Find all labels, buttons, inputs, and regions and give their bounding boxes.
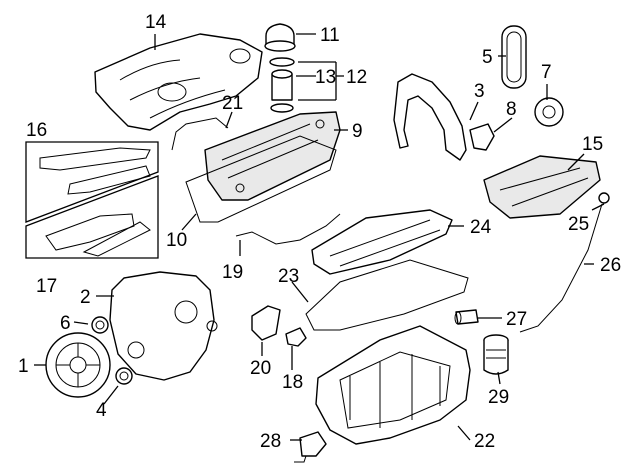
oil-dipstick-tube xyxy=(519,192,610,333)
callout-23: 23 xyxy=(278,266,299,287)
timing-chain xyxy=(501,25,527,89)
callout-16: 16 xyxy=(26,120,47,141)
timing-cover xyxy=(109,271,218,381)
oil-filler-cap xyxy=(264,23,296,52)
callout-15: 15 xyxy=(582,134,603,155)
callout-9: 9 xyxy=(352,121,363,142)
callout-22: 22 xyxy=(474,431,495,452)
drain-plug xyxy=(454,309,479,325)
sensor-bracket xyxy=(251,305,281,341)
callout-12: 12 xyxy=(346,67,367,88)
callout-25: 25 xyxy=(568,214,589,235)
callout-10: 10 xyxy=(166,230,187,251)
callout-11: 11 xyxy=(320,25,340,46)
crankshaft-seal-upper xyxy=(91,316,109,334)
timing-cover-plate xyxy=(393,73,467,161)
oil-level-sensor xyxy=(294,431,327,463)
callout-26: 26 xyxy=(600,255,621,276)
callout-labels: 14 11 13 12 21 9 10 16 17 5 7 3 8 15 25 … xyxy=(18,12,621,452)
callout-18: 18 xyxy=(282,372,303,393)
callout-6: 6 xyxy=(60,313,71,334)
chain-tensioner xyxy=(469,123,495,151)
oil-filter xyxy=(483,334,509,375)
callout-7: 7 xyxy=(541,62,552,83)
callout-17: 17 xyxy=(36,276,57,297)
callout-14: 14 xyxy=(145,12,167,33)
oil-filler-tube xyxy=(269,57,295,113)
callout-19: 19 xyxy=(222,262,243,283)
callout-1: 1 xyxy=(18,356,29,377)
oil-baffle xyxy=(311,209,453,275)
valve-cover xyxy=(204,111,341,201)
oil-pan-gasket xyxy=(305,259,469,331)
callout-8: 8 xyxy=(506,99,517,120)
intake-manifold-upper xyxy=(94,33,263,131)
vacuum-tube xyxy=(171,117,229,151)
crankshaft-seal xyxy=(115,367,133,385)
callout-24: 24 xyxy=(470,217,492,238)
intake-manifold-lower xyxy=(483,155,601,219)
valve-cover-gasket xyxy=(185,135,337,223)
sensor-harness xyxy=(235,213,341,245)
callout-20: 20 xyxy=(250,358,271,379)
callout-5: 5 xyxy=(482,47,493,68)
camshaft-sprocket xyxy=(534,97,564,127)
oil-pressure-sensor xyxy=(285,327,307,347)
callout-4: 4 xyxy=(96,400,107,421)
oil-pan xyxy=(315,325,471,445)
gasket-set-box xyxy=(25,141,159,259)
callout-29: 29 xyxy=(488,387,509,408)
callout-13: 13 xyxy=(315,67,336,88)
leader-lines xyxy=(34,33,605,441)
harmonic-balancer xyxy=(45,332,111,398)
callout-28: 28 xyxy=(260,431,281,452)
callout-21: 21 xyxy=(222,93,243,114)
callout-3: 3 xyxy=(474,81,485,102)
callout-27: 27 xyxy=(506,309,527,330)
callout-2: 2 xyxy=(80,287,91,308)
